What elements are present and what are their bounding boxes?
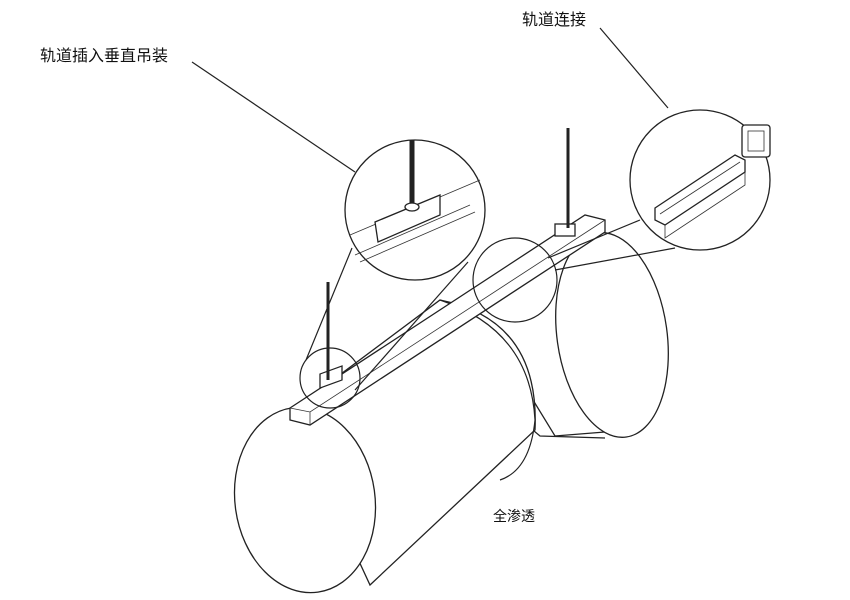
label-vertical-hanging: 轨道插入垂直吊装 bbox=[40, 46, 169, 65]
label-full-penetration: 全渗透 bbox=[493, 509, 535, 525]
callout-rail-connection bbox=[629, 109, 771, 251]
front-cylinder bbox=[233, 299, 536, 594]
detail-marker-connection bbox=[472, 237, 558, 323]
label-rail-connection: 轨道连接 bbox=[522, 10, 587, 29]
callout-vertical-hanging bbox=[344, 139, 486, 281]
detail-marker-hanging bbox=[299, 347, 361, 409]
rail bbox=[289, 214, 606, 426]
